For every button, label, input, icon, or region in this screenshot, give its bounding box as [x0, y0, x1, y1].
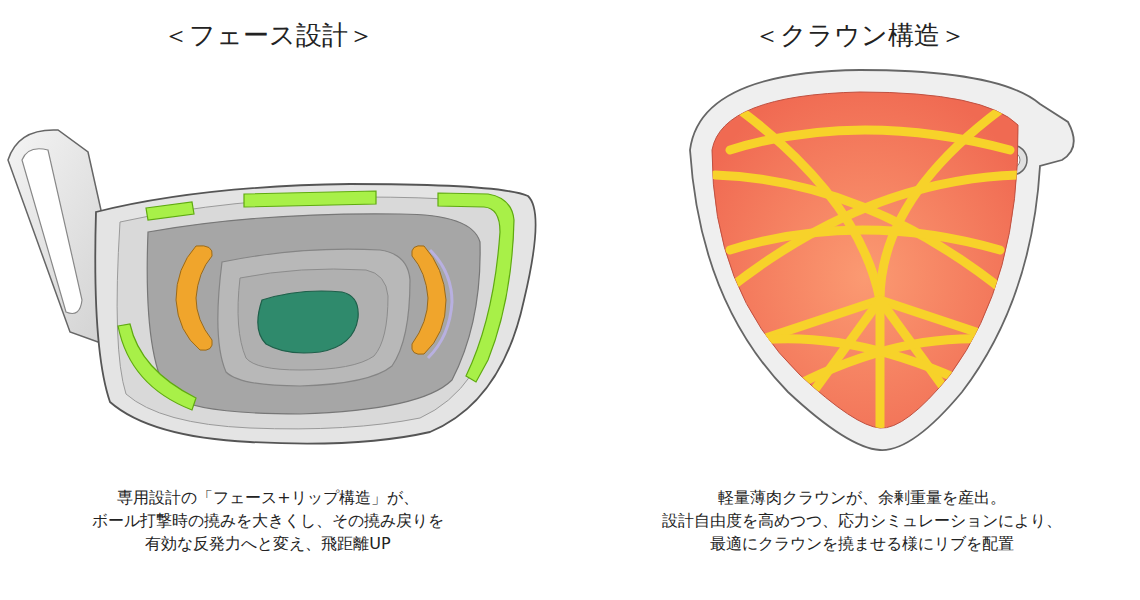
caption-line: 専用設計の「フェース+リップ構造」が、 — [117, 488, 418, 507]
caption-line: 有効な反発力へと変え、飛距離UP — [145, 534, 390, 553]
panel-heading: ＜クラウン構造＞ — [754, 20, 966, 51]
caption-line: 軽量薄肉クラウンが、余剰重量を産出。 — [718, 488, 1006, 507]
caption-line: 最適にクラウンを撓ませる様にリブを配置 — [710, 534, 1014, 553]
caption-line: ボール打撃時の撓みを大きくし、その撓み戻りを — [92, 511, 444, 530]
face-illustration — [8, 130, 536, 444]
panel-heading: ＜フェース設計＞ — [163, 20, 374, 51]
caption-line: 設計自由度を高めつつ、応力シミュレーションにより、 — [662, 511, 1062, 530]
crown-illustration — [690, 70, 1074, 450]
